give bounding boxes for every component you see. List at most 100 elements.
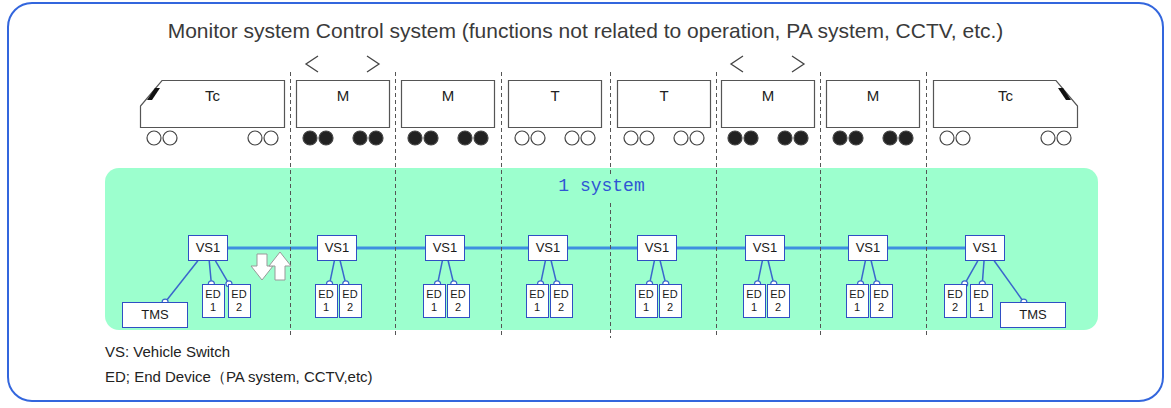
wheel bbox=[531, 131, 545, 145]
end-device: ED 1 bbox=[526, 284, 549, 318]
wheel bbox=[248, 131, 262, 145]
pantograph-arm bbox=[306, 56, 318, 72]
wheel bbox=[849, 131, 863, 145]
wheel bbox=[515, 131, 529, 145]
pantograph-arm bbox=[731, 56, 743, 72]
tms-box: TMS bbox=[122, 302, 188, 328]
wheel bbox=[1041, 131, 1055, 145]
device-name: VS1 bbox=[534, 240, 562, 256]
pantograph-arm bbox=[792, 56, 804, 72]
car-shape bbox=[141, 81, 285, 128]
end-device: ED 1 bbox=[970, 284, 993, 318]
wheel bbox=[794, 131, 808, 145]
end-device: ED 1 bbox=[846, 284, 869, 318]
vehicle-switch: VS1 bbox=[528, 235, 568, 261]
connector-line bbox=[165, 261, 198, 302]
device-name: ED 1 bbox=[425, 288, 444, 314]
wheel bbox=[744, 131, 758, 145]
car-type: T bbox=[617, 80, 711, 104]
car-body: T bbox=[617, 80, 711, 128]
end-device: ED 2 bbox=[447, 284, 470, 318]
device-name: ED 2 bbox=[230, 288, 249, 314]
wheel bbox=[690, 131, 704, 145]
car-shape bbox=[618, 81, 711, 128]
connector-line bbox=[215, 261, 228, 284]
wheels bbox=[147, 131, 1071, 145]
device-name: ED 1 bbox=[317, 288, 336, 314]
wheel bbox=[565, 131, 579, 145]
pantograph-arm bbox=[367, 56, 379, 72]
device-name: VS1 bbox=[194, 240, 222, 256]
car-shape bbox=[827, 81, 920, 128]
car-type: M bbox=[826, 80, 920, 104]
device-name: ED 2 bbox=[661, 288, 680, 314]
network-trunk bbox=[785, 248, 848, 249]
device-name: ED 1 bbox=[745, 288, 764, 314]
wheel bbox=[408, 131, 422, 145]
wheel bbox=[883, 131, 897, 145]
cab-window bbox=[1058, 88, 1071, 100]
end-device: ED 2 bbox=[659, 284, 682, 318]
car-shape bbox=[509, 81, 602, 128]
network-trunk bbox=[357, 248, 425, 249]
vehicle-switch: VS1 bbox=[745, 235, 785, 261]
device-name: ED 1 bbox=[528, 288, 547, 314]
car-type: T bbox=[508, 80, 602, 104]
device-name: VS1 bbox=[643, 240, 671, 256]
network-trunk bbox=[888, 248, 965, 249]
wheel bbox=[899, 131, 913, 145]
system-band: 1 systemVS1TMSED 1ED 2VS1ED 1ED 2VS1ED 1… bbox=[105, 168, 1098, 330]
wheel bbox=[424, 131, 438, 145]
car-type: M bbox=[296, 80, 390, 104]
connector-line bbox=[965, 261, 978, 284]
car-type: Tc bbox=[140, 80, 285, 104]
pantographs bbox=[306, 56, 804, 72]
end-device: ED 2 bbox=[339, 284, 362, 318]
device-name: ED 2 bbox=[552, 288, 571, 314]
wheel bbox=[640, 131, 654, 145]
wheel bbox=[458, 131, 472, 145]
end-device: ED 2 bbox=[870, 284, 893, 318]
wheel bbox=[833, 131, 847, 145]
device-name: ED 2 bbox=[449, 288, 468, 314]
end-device: ED 2 bbox=[550, 284, 573, 318]
tms-box: TMS bbox=[1000, 302, 1066, 328]
device-name: ED 1 bbox=[848, 288, 867, 314]
car-body: M bbox=[826, 80, 920, 128]
wheel bbox=[353, 131, 367, 145]
car-shape bbox=[722, 81, 815, 128]
car-body: M bbox=[296, 80, 390, 128]
device-name: VS1 bbox=[971, 240, 999, 256]
vehicle-switch: VS1 bbox=[965, 235, 1005, 261]
wheel bbox=[624, 131, 638, 145]
car-type: M bbox=[401, 80, 495, 104]
connector-line bbox=[465, 247, 528, 250]
device-name: ED 1 bbox=[204, 288, 223, 314]
device-name: VS1 bbox=[431, 240, 459, 256]
car-shape bbox=[934, 81, 1078, 128]
vehicle-switch: VS1 bbox=[317, 235, 357, 261]
device-name: VS1 bbox=[323, 240, 351, 256]
network-trunk bbox=[228, 248, 317, 249]
car-body: Tc bbox=[140, 80, 285, 128]
device-link bbox=[162, 261, 198, 305]
car-body: Tc bbox=[933, 80, 1078, 128]
end-device: ED 2 bbox=[944, 284, 967, 318]
wheel bbox=[303, 131, 317, 145]
vehicle-switch: VS1 bbox=[637, 235, 677, 261]
car-shape bbox=[402, 81, 495, 128]
vehicle-switch: VS1 bbox=[425, 235, 465, 261]
car-type: Tc bbox=[933, 80, 1078, 104]
wheel bbox=[674, 131, 688, 145]
end-device: ED 2 bbox=[767, 284, 790, 318]
wheel bbox=[1057, 131, 1071, 145]
end-device: ED 2 bbox=[228, 284, 251, 318]
device-name: TMS bbox=[1007, 307, 1059, 323]
device-name: VS1 bbox=[751, 240, 779, 256]
car-body: M bbox=[401, 80, 495, 128]
end-device: ED 1 bbox=[202, 284, 225, 318]
device-name: ED 1 bbox=[637, 288, 656, 314]
wheel bbox=[728, 131, 742, 145]
network-trunk bbox=[465, 248, 528, 249]
